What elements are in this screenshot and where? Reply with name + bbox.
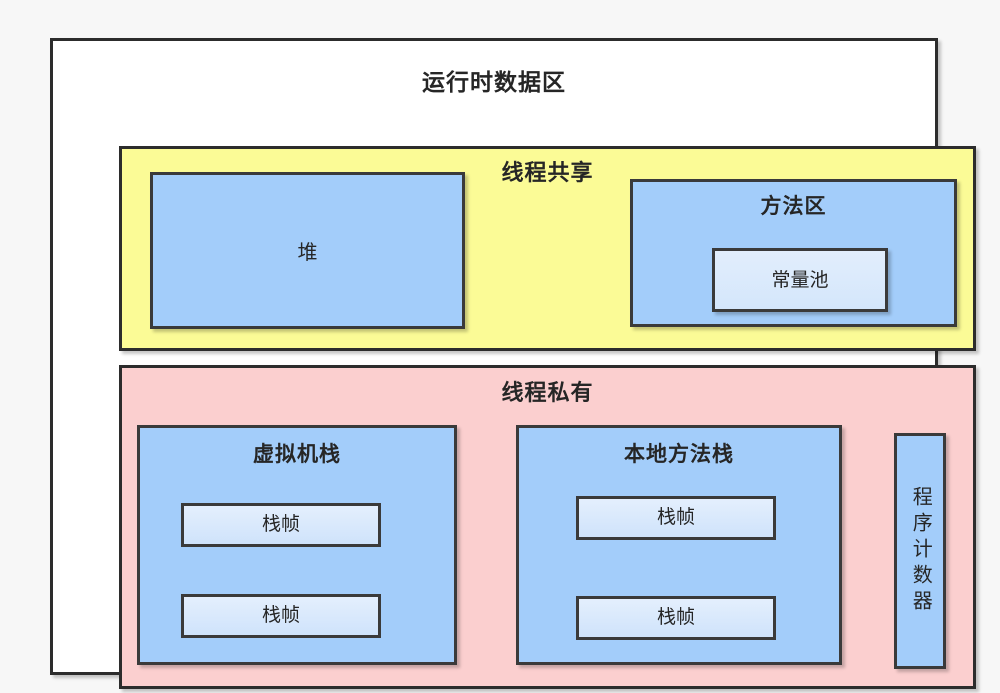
heap-label: 堆 [297, 242, 318, 264]
stack-frame: 栈帧 [181, 594, 381, 638]
thread-private-title: 线程私有 [501, 380, 594, 405]
method-area-label: 方法区 [760, 195, 827, 218]
page-title: 运行时数据区 [422, 69, 566, 95]
constant-pool-label: 常量池 [771, 270, 829, 291]
vm-stack-box: 虚拟机栈 栈帧 栈帧 [137, 425, 457, 665]
stack-frame-label: 栈帧 [261, 605, 300, 626]
vm-stack-label: 虚拟机栈 [253, 443, 341, 466]
program-counter-box: 程序计数器 [894, 433, 946, 669]
constant-pool-box: 常量池 [712, 248, 888, 312]
thread-shared-title: 线程共享 [501, 160, 594, 185]
thread-shared-region: 线程共享 堆 方法区 常量池 [119, 146, 976, 351]
runtime-data-area-container: 运行时数据区 线程共享 堆 方法区 常量池 线程私有 虚拟机栈 [50, 38, 976, 689]
method-area-box: 方法区 常量池 [630, 179, 957, 327]
stack-frame-label: 栈帧 [656, 507, 695, 528]
heap-box: 堆 [150, 172, 465, 329]
stack-frame: 栈帧 [576, 496, 776, 540]
stack-frame: 栈帧 [181, 503, 381, 547]
native-method-stack-box: 本地方法栈 栈帧 栈帧 [516, 425, 842, 665]
stack-frame: 栈帧 [576, 596, 776, 640]
thread-private-region: 线程私有 虚拟机栈 栈帧 栈帧 本地方法栈 栈帧 栈帧 [119, 365, 976, 689]
program-counter-label: 程序计数器 [909, 486, 932, 616]
native-method-stack-label: 本地方法栈 [624, 443, 734, 466]
stack-frame-label: 栈帧 [656, 607, 695, 628]
stack-frame-label: 栈帧 [261, 514, 300, 535]
